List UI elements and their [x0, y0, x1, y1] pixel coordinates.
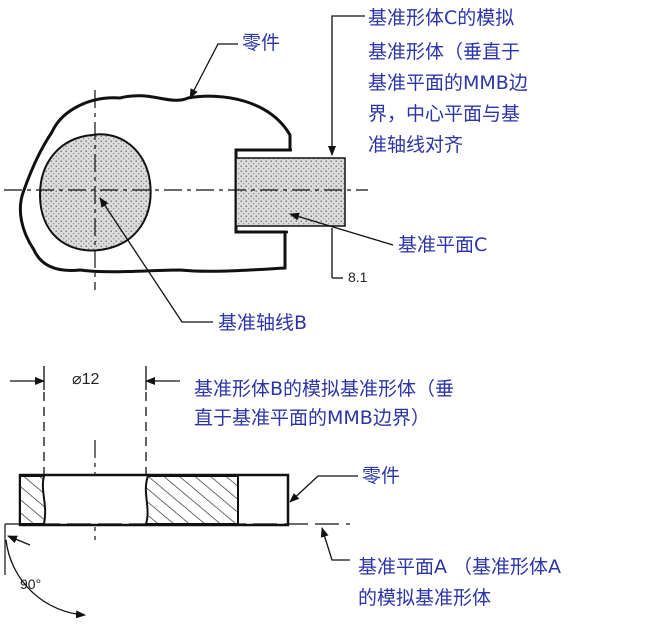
label-datum-feature-c-1: 基准形体C的模拟 [368, 7, 515, 29]
leader-datum-axis-b [99, 197, 213, 323]
label-datum-axis-b: 基准轴线B [218, 312, 308, 334]
section-hatch-left [19, 475, 47, 525]
label-datum-feature-b-2: 直于基准平面的MMB边界） [194, 407, 430, 429]
label-datum-feature-c-3: 基准平面的MMB边 [368, 72, 528, 94]
leader-part-top [189, 43, 238, 99]
angle-arc [5, 539, 86, 619]
label-datum-feature-c-4: 界，中心平面与基 [368, 103, 521, 125]
dim-offset-value: 8.1 [348, 269, 368, 285]
label-datum-plane-c: 基准平面C [398, 234, 488, 256]
label-datum-feature-c-2: 基准形体（垂直于 [368, 41, 521, 63]
leader-datum-feature-c [328, 15, 365, 156]
label-datum-plane-a-2: 的模拟基准形体 [358, 587, 492, 609]
dim-diameter-value: ⌀12 [72, 371, 100, 388]
leader-datum-plane-a [320, 527, 350, 561]
leader-part-bottom [289, 475, 358, 503]
dim-angle-value: 90° [20, 576, 42, 592]
label-datum-feature-b-1: 基准形体B的模拟基准形体（垂 [194, 378, 455, 400]
leader-datum-plane-c [289, 212, 394, 246]
datum-c-simulator-rect [235, 157, 346, 227]
label-part-top: 零件 [242, 32, 281, 54]
label-part-bottom: 零件 [362, 465, 401, 487]
label-datum-feature-c-5: 准轴线对齐 [368, 134, 464, 156]
angle-arc-start [7, 535, 31, 546]
label-datum-plane-a-1: 基准平面A （基准形体A [358, 556, 562, 578]
section-hatch-middle [144, 475, 239, 525]
